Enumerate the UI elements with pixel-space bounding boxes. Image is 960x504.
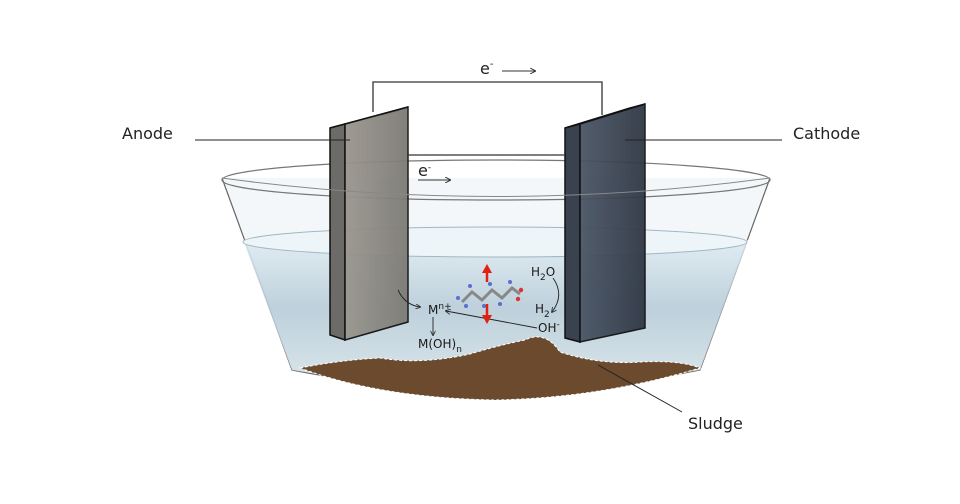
- internal-electron-label: e-: [418, 161, 431, 180]
- cathode-plate: [564, 102, 646, 343]
- anode-label: Anode: [122, 124, 173, 143]
- water-reduction-arrow: [552, 277, 560, 312]
- metal-hydroxide-label: M(OH)n: [418, 337, 462, 355]
- up-arrow-icon: [482, 264, 492, 282]
- pollutant-molecule-icon: [456, 280, 524, 308]
- hydrogen-label: H2: [535, 302, 550, 320]
- cathode-label: Cathode: [793, 124, 860, 143]
- hydroxide-migration-arrow: [446, 311, 538, 329]
- down-arrow-icon: [482, 304, 492, 324]
- hydroxide-label: OH-: [538, 320, 560, 335]
- sludge: [298, 336, 702, 401]
- metal-ion-label: Mn+: [428, 302, 452, 317]
- bowl-front-rim: [221, 177, 771, 197]
- anode-release-arrow: [397, 289, 420, 307]
- anode-plate: [329, 106, 409, 342]
- external-wire: [372, 81, 603, 115]
- external-electron-label: e-: [480, 59, 494, 78]
- sludge-leader-line: [597, 364, 683, 413]
- water-molecule-label: H2O: [531, 265, 555, 283]
- sludge-label: Sludge: [688, 414, 743, 433]
- water-surface: [242, 226, 748, 258]
